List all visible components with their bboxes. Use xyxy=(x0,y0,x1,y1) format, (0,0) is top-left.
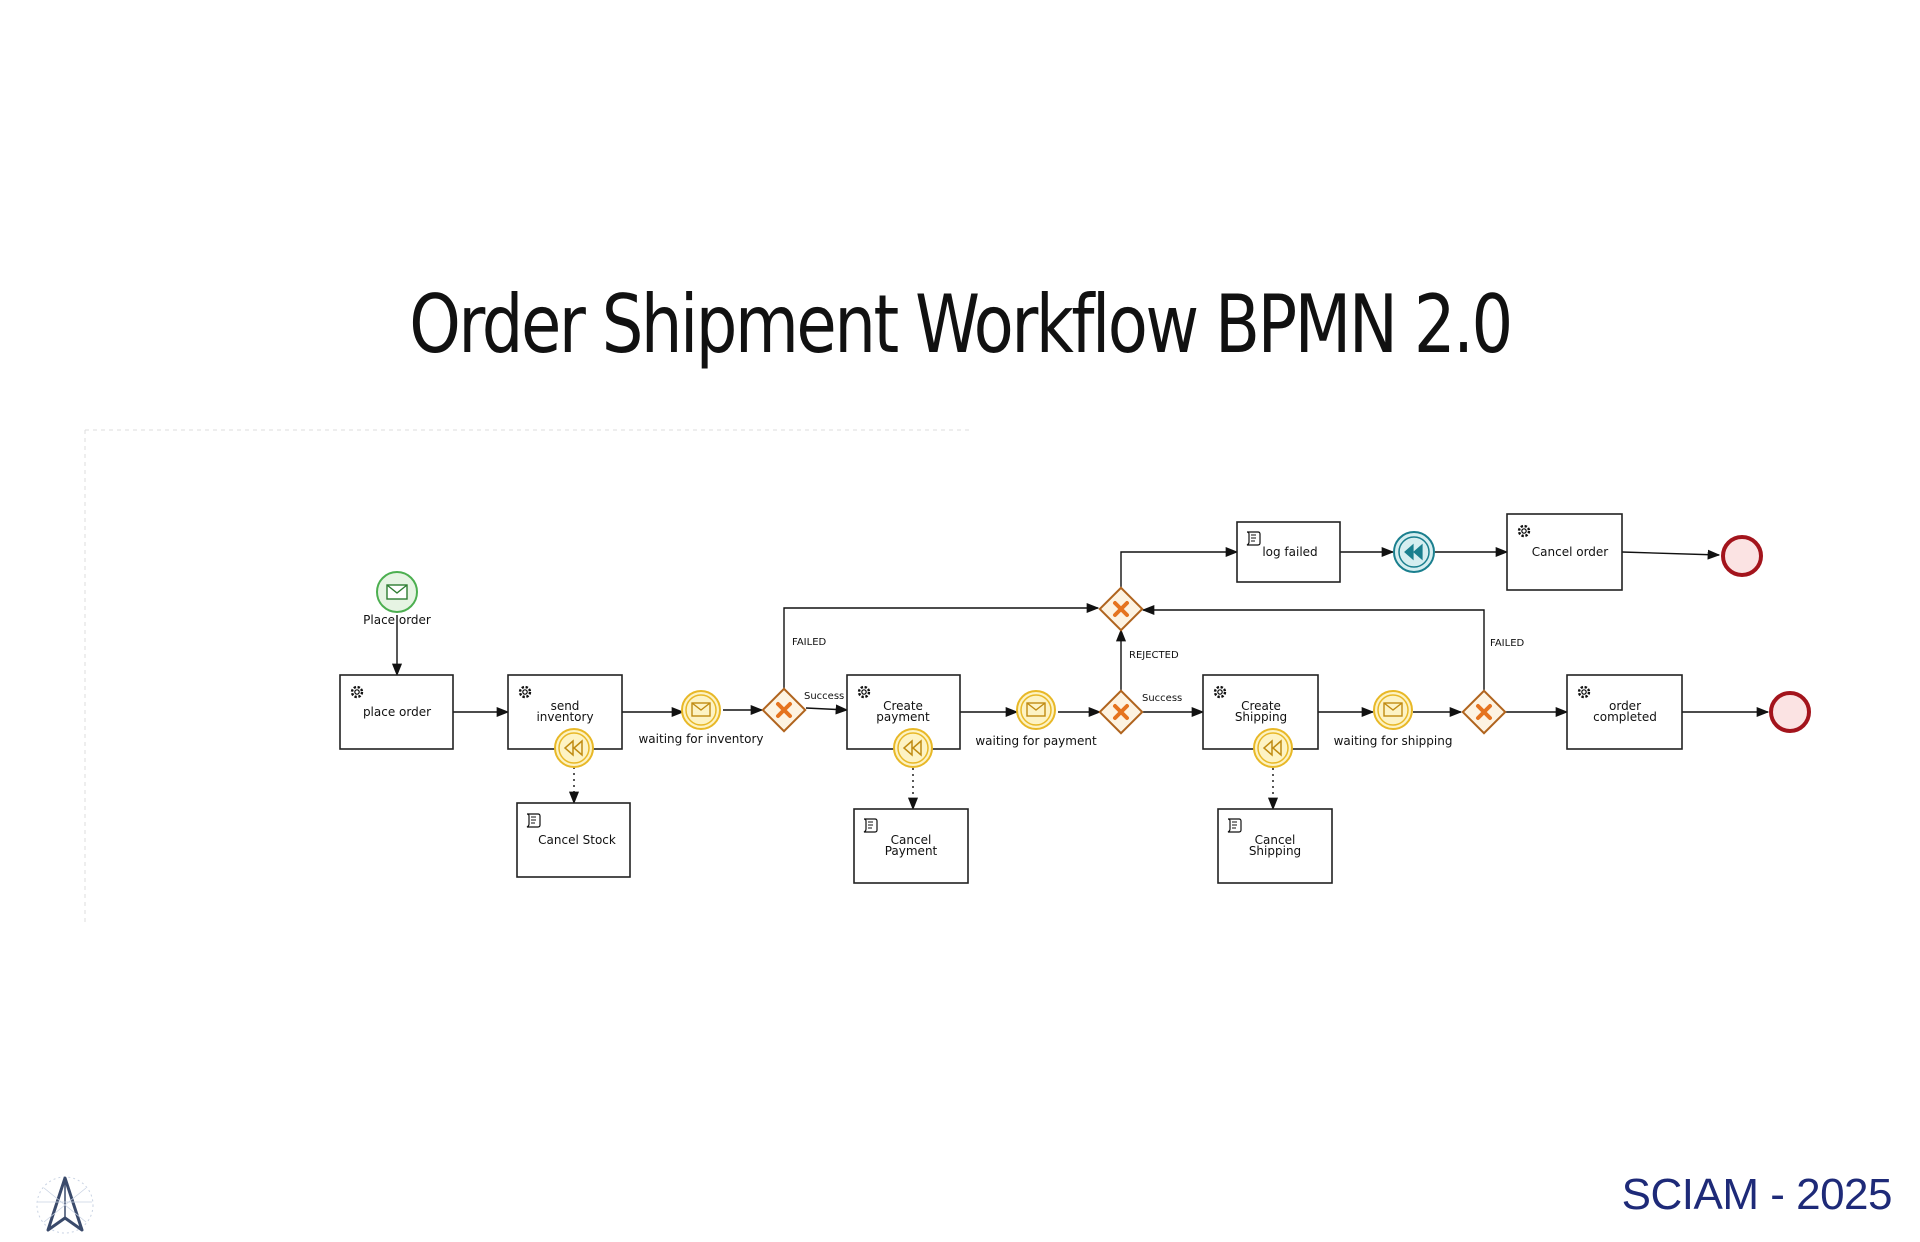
message-event-label: waiting for shipping xyxy=(1334,734,1453,748)
gateway-payment[interactable] xyxy=(1098,689,1144,735)
flow-label: Success xyxy=(1142,693,1182,704)
flow-gateway-failed-shipping xyxy=(1141,604,1485,690)
task-label: Create xyxy=(883,699,923,713)
task-label: log failed xyxy=(1262,545,1317,559)
start-event[interactable]: Place order xyxy=(363,571,431,627)
gateway-inventory[interactable] xyxy=(761,687,807,733)
flow-gateway-success-payment xyxy=(805,704,849,715)
company-logo xyxy=(36,1176,94,1234)
flow-label: FAILED xyxy=(1490,638,1525,649)
task-label: Cancel order xyxy=(1532,545,1609,559)
rewind-icon xyxy=(902,739,922,757)
script-icon xyxy=(526,813,541,828)
compensation-throw-event[interactable] xyxy=(1393,531,1435,573)
envelope-icon xyxy=(1383,702,1403,717)
message-event-label: waiting for payment xyxy=(975,734,1097,748)
task-label: Create xyxy=(1241,699,1281,713)
task-cancel-shipping[interactable]: Cancel Shipping xyxy=(1217,808,1333,884)
end-event-cancelled[interactable] xyxy=(1721,535,1763,577)
compensation-boundary-event-payment[interactable] xyxy=(893,728,933,768)
message-event-payment[interactable]: waiting for payment xyxy=(975,690,1097,748)
x-icon xyxy=(1476,704,1492,720)
task-label: order xyxy=(1609,699,1641,713)
task-cancel-stock[interactable]: Cancel Stock xyxy=(516,802,631,878)
task-label: Payment xyxy=(885,844,938,858)
message-event-inventory[interactable]: waiting for inventory xyxy=(638,690,764,746)
end-event-completed[interactable] xyxy=(1769,691,1811,733)
rewind-icon xyxy=(1262,739,1282,757)
script-icon xyxy=(863,818,878,833)
task-place-order[interactable]: place order xyxy=(339,674,454,750)
script-icon xyxy=(1246,531,1261,546)
task-label: Cancel Stock xyxy=(538,833,616,847)
task-log-failed[interactable]: log failed xyxy=(1236,521,1341,583)
flow-merge-to-log-failed xyxy=(1120,546,1239,587)
compensation-boundary-event-shipping[interactable] xyxy=(1253,728,1293,768)
task-send-inventory[interactable]: send inventory xyxy=(507,674,623,750)
rewind-icon xyxy=(1404,543,1423,561)
task-cancel-order[interactable]: Cancel order xyxy=(1506,513,1623,591)
task-order-completed[interactable]: order completed xyxy=(1566,674,1683,750)
footer-text: SCIAM - 2025 xyxy=(1621,1170,1893,1219)
task-label: send xyxy=(551,699,580,713)
task-label: Cancel xyxy=(891,833,932,847)
flow-label: REJECTED xyxy=(1129,650,1179,661)
task-label: payment xyxy=(876,710,930,724)
message-event-shipping[interactable]: waiting for shipping xyxy=(1334,690,1453,748)
flow-label: Success xyxy=(804,691,844,702)
x-icon xyxy=(1113,704,1129,720)
flow-label: FAILED xyxy=(792,637,827,648)
envelope-icon xyxy=(691,702,711,717)
task-label: completed xyxy=(1593,710,1657,724)
task-label: Shipping xyxy=(1235,710,1287,724)
gateway-shipping[interactable] xyxy=(1461,689,1507,735)
task-label: inventory xyxy=(536,710,593,724)
flow-cancel-order-to-end xyxy=(1621,549,1721,560)
envelope-icon xyxy=(1026,702,1046,717)
rewind-icon xyxy=(563,739,583,757)
task-cancel-payment[interactable]: Cancel Payment xyxy=(853,808,969,884)
page-title: Order Shipment Workflow BPMN 2.0 xyxy=(409,278,1513,371)
sequence-flows xyxy=(391,546,1770,811)
task-label: place order xyxy=(363,705,431,719)
canvas-border xyxy=(84,429,970,925)
x-icon xyxy=(776,702,792,718)
start-event-label: Place order xyxy=(363,613,431,627)
script-icon xyxy=(1227,818,1242,833)
envelope-icon xyxy=(386,584,408,600)
message-event-label: waiting for inventory xyxy=(638,732,763,746)
compensation-boundary-event-inventory[interactable] xyxy=(554,728,594,768)
gateway-merge-failed[interactable] xyxy=(1098,586,1144,632)
x-icon xyxy=(1113,601,1129,617)
flow-gateway-failed-inventory xyxy=(783,602,1100,690)
task-label: Shipping xyxy=(1249,844,1301,858)
task-label: Cancel xyxy=(1255,833,1296,847)
